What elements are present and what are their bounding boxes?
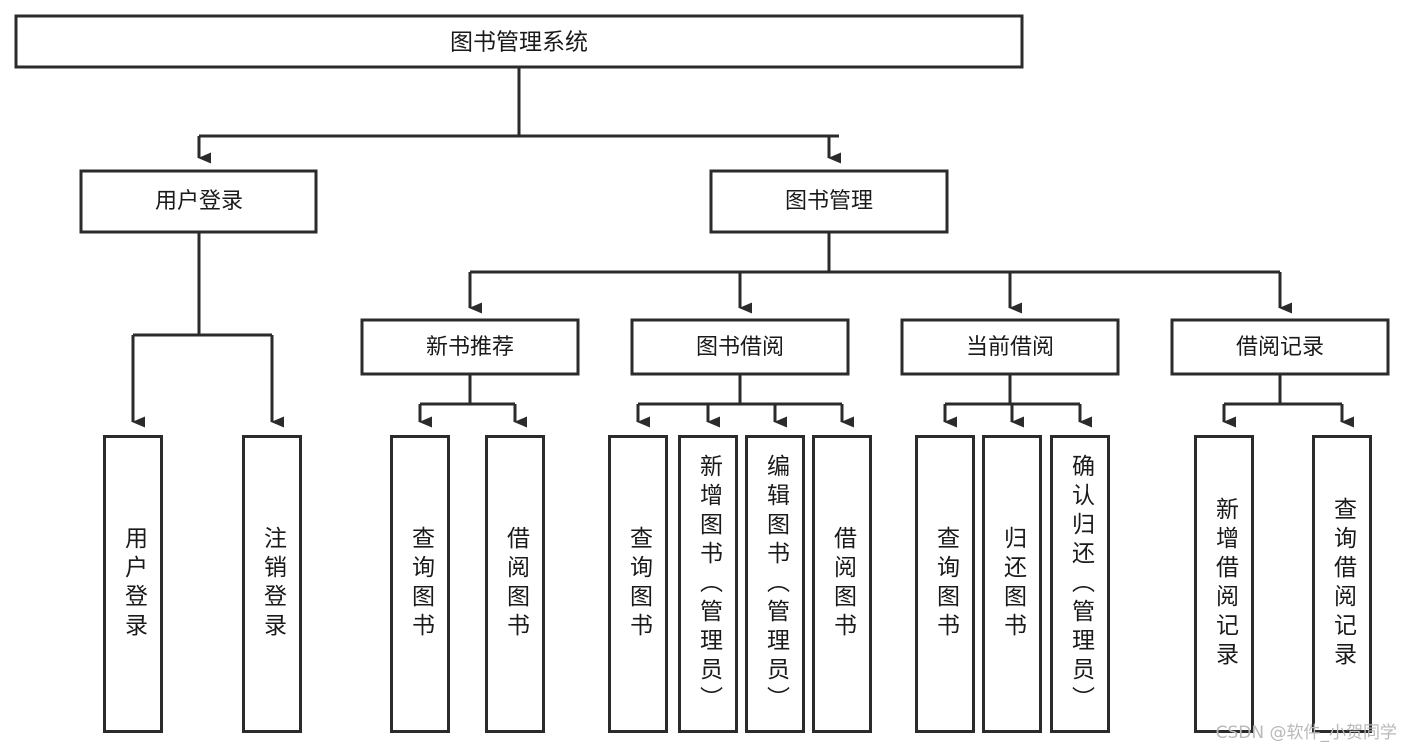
- leaf-add-book[interactable]: 新增图书（管理员）: [678, 435, 738, 733]
- leaf-query-record[interactable]: 查询借阅记录: [1312, 435, 1372, 733]
- leaf-query-book-2[interactable]: 查询图书: [608, 435, 668, 733]
- leaf-query-book-2-label: 查询图书: [625, 526, 652, 642]
- connectors-userlogin-to-leaves: [131, 232, 284, 428]
- connectors-currentborrow-to-leaves: [943, 374, 1092, 428]
- connectors-newbook-to-leaves: [418, 374, 527, 428]
- node-new-book-recommend-label: 新书推荐: [426, 335, 514, 360]
- connectors-bookborrow-to-leaves: [636, 374, 854, 428]
- node-root[interactable]: 图书管理系统: [14, 14, 1024, 69]
- leaf-user-login-label: 用户登录: [120, 526, 147, 642]
- node-book-borrow-label: 图书借阅: [696, 335, 784, 360]
- leaf-add-book-label: 新增图书（管理员）: [695, 453, 722, 715]
- node-borrow-record[interactable]: 借阅记录: [1170, 318, 1390, 376]
- node-current-borrow[interactable]: 当前借阅: [900, 318, 1120, 376]
- leaf-borrow-book-2-label: 借阅图书: [829, 526, 856, 642]
- leaf-confirm-return[interactable]: 确认归还（管理员）: [1050, 435, 1110, 733]
- node-root-label: 图书管理系统: [450, 30, 588, 56]
- leaf-logout-login[interactable]: 注销登录: [242, 435, 302, 733]
- leaf-return-book[interactable]: 归还图书: [982, 435, 1042, 733]
- leaf-borrow-book-1[interactable]: 借阅图书: [485, 435, 545, 733]
- leaf-query-record-label: 查询借阅记录: [1329, 497, 1356, 671]
- node-book-borrow[interactable]: 图书借阅: [630, 318, 850, 376]
- leaf-add-record[interactable]: 新增借阅记录: [1194, 435, 1254, 733]
- node-borrow-record-label: 借阅记录: [1236, 335, 1324, 360]
- leaf-borrow-book-1-label: 借阅图书: [502, 526, 529, 642]
- leaf-borrow-book-2[interactable]: 借阅图书: [812, 435, 872, 733]
- leaf-confirm-return-label: 确认归还（管理员）: [1067, 453, 1094, 715]
- node-user-login-label: 用户登录: [155, 189, 243, 214]
- connectors-root-to-level2: [197, 67, 841, 164]
- leaf-query-book-3-label: 查询图书: [932, 526, 959, 642]
- leaf-query-book-3[interactable]: 查询图书: [915, 435, 975, 733]
- node-current-borrow-label: 当前借阅: [966, 335, 1054, 360]
- leaf-edit-book[interactable]: 编辑图书（管理员）: [745, 435, 805, 733]
- leaf-query-book-1-label: 查询图书: [407, 526, 434, 642]
- leaf-return-book-label: 归还图书: [999, 526, 1026, 642]
- leaf-add-record-label: 新增借阅记录: [1211, 497, 1238, 671]
- node-user-login[interactable]: 用户登录: [79, 169, 318, 234]
- leaf-edit-book-label: 编辑图书（管理员）: [762, 453, 789, 715]
- connectors-borrowrecord-to-leaves: [1222, 374, 1354, 428]
- node-new-book-recommend[interactable]: 新书推荐: [360, 318, 580, 376]
- leaf-user-login[interactable]: 用户登录: [103, 435, 163, 733]
- connectors-bookmgmt-to-level3: [468, 232, 1292, 314]
- leaf-query-book-1[interactable]: 查询图书: [390, 435, 450, 733]
- node-book-management-label: 图书管理: [785, 189, 873, 214]
- leaf-logout-login-label: 注销登录: [259, 526, 286, 642]
- node-book-management[interactable]: 图书管理: [709, 169, 949, 234]
